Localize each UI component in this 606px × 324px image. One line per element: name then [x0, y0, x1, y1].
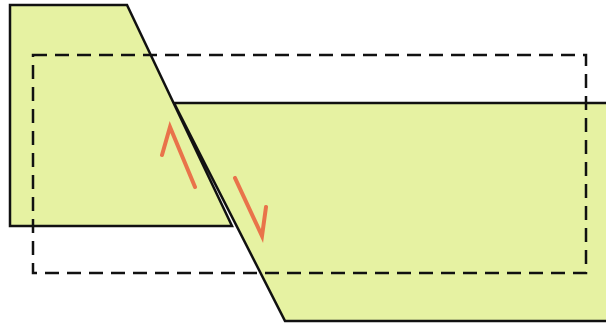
right-fault-block	[174, 103, 606, 321]
